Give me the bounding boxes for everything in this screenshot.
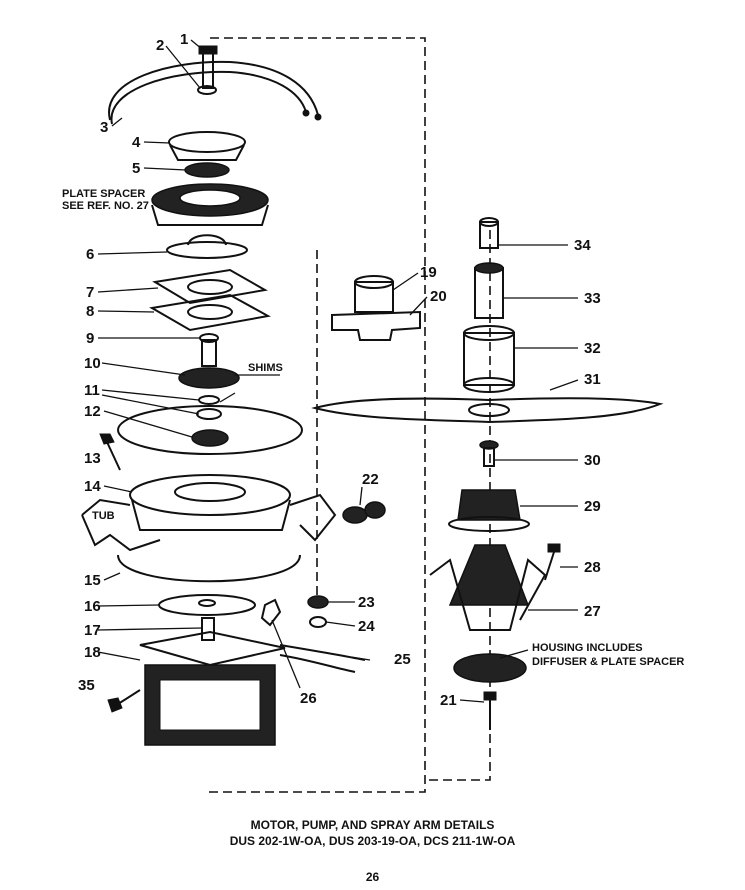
callout-10: 10 [84,355,101,372]
part-screw-35 [107,689,141,713]
callout-20: 20 [430,288,447,305]
part-ring-15 [117,554,301,583]
part-33 [474,262,504,319]
callout-23: 23 [358,594,375,611]
part-screw-28 [544,543,561,581]
part-element-3 [108,60,319,121]
label-housing: HOUSING INCLUDES [532,642,643,654]
part-diffuser [453,653,527,683]
label-plate-spacer-ref: SEE REF. NO. 27 [62,200,149,212]
callout-6: 6 [86,246,94,263]
model-numbers: DUS 202-1W-OA, DUS 203-19-OA, DCS 211-1W… [229,834,516,848]
callout-35: 35 [78,677,95,694]
part-34 [479,217,499,249]
callout-1: 1 [180,31,188,48]
part-clamp-22 [342,501,386,524]
part-plate-7 [152,268,268,305]
part-screw-13 [99,433,121,471]
part-cover-4 [168,131,246,161]
diagram-title: MOTOR, PUMP, AND SPRAY ARM DETAILS [250,818,495,832]
callout-7: 7 [86,284,94,301]
callout-25: 25 [394,651,411,668]
callout-19: 19 [420,264,437,281]
callout-21: 21 [440,692,457,709]
part-seal-11 [196,395,222,420]
part-gasket-ring [117,405,303,455]
page-number: 26 [365,870,380,884]
callout-4: 4 [132,134,141,151]
callout-3: 3 [100,119,108,136]
part-pump-base-14 [129,474,291,531]
callout-12: 12 [84,403,101,420]
callout-14: 14 [84,478,101,495]
callout-8: 8 [86,303,94,320]
part-grommet-23 [307,595,329,609]
part-bolt-1 [198,45,218,89]
callout-2: 2 [156,37,164,54]
part-impeller-5 [184,162,230,178]
assembly-line-left [205,37,426,793]
callout-33: 33 [584,290,601,307]
part-6 [166,234,248,259]
callout-15: 15 [84,572,101,589]
part-motor-18 [139,630,286,746]
callout-29: 29 [584,498,601,515]
part-30 [479,440,499,467]
callout-27: 27 [584,603,601,620]
part-spray-arm-31 [311,397,664,424]
tub-outline [81,493,337,542]
part-washer-2 [197,85,217,95]
label-plate-spacer: PLATE SPACER [62,188,145,200]
callout-26: 26 [300,690,317,707]
part-shaft-17 [201,617,215,641]
callout-13: 13 [84,450,101,467]
callout-18: 18 [84,644,101,661]
callout-30: 30 [584,452,601,469]
leader-lines [97,39,579,703]
label-tub: TUB [92,510,115,522]
callout-16: 16 [84,598,101,615]
callout-24: 24 [358,618,375,635]
label-housing-includes: DIFFUSER & PLATE SPACER [532,656,684,668]
part-disc-16 [158,594,256,616]
callout-11: 11 [84,382,100,399]
part-29 [448,489,530,532]
callout-31: 31 [584,371,601,388]
callout-17: 17 [84,622,101,639]
part-20 [331,310,421,341]
part-32 [463,325,515,393]
part-housing-27 [429,544,547,631]
label-shims: SHIMS [248,362,283,374]
part-24 [309,616,327,628]
part-seal-12 [191,429,229,447]
callout-9: 9 [86,330,94,347]
callout-28: 28 [584,559,601,576]
part-plate-8 [149,293,271,332]
part-plate-spacer [151,183,269,226]
callout-34: 34 [574,237,591,254]
callout-5: 5 [132,160,140,177]
assembly-line-right [428,230,491,781]
callout-22: 22 [362,471,379,488]
part-screw-21 [483,691,497,730]
part-impeller-10 [178,339,240,389]
part-19 [354,275,394,313]
part-wires-25 [279,644,366,673]
part-26 [260,598,282,627]
callout-32: 32 [584,340,601,357]
